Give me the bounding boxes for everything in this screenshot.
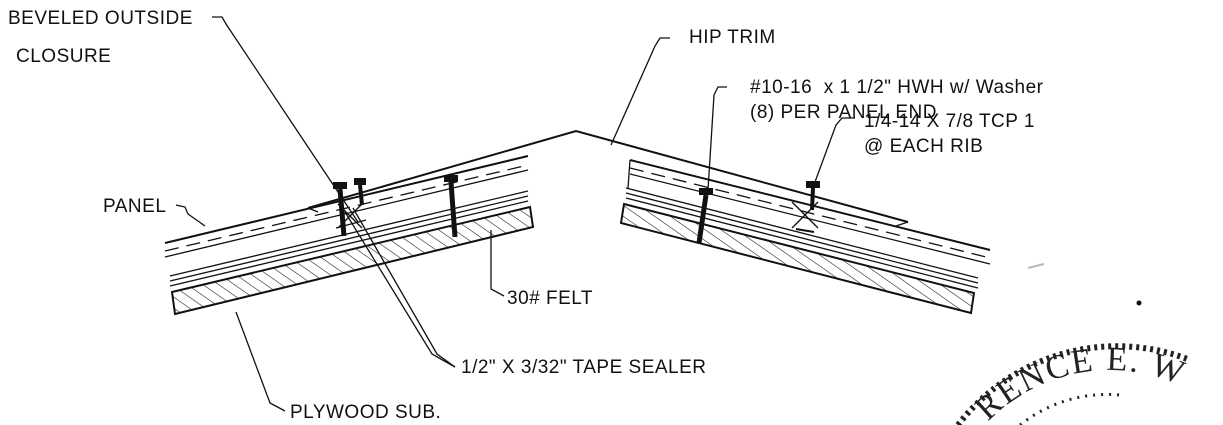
label-fastener-tcp-line2: @ EACH RIB bbox=[864, 136, 983, 157]
label-panel: PANEL bbox=[103, 196, 166, 217]
hip-trim bbox=[307, 129, 909, 227]
label-beveled-outside-closure-line2: CLOSURE bbox=[16, 46, 111, 67]
left-felt-line-2 bbox=[169, 195, 529, 282]
stray-mark bbox=[1027, 263, 1045, 269]
right-panel-dashed bbox=[629, 167, 991, 259]
label-felt: 30# FELT bbox=[507, 288, 593, 309]
fastener-left-3 bbox=[444, 175, 458, 238]
right-panel-end-left bbox=[627, 159, 631, 189]
right-felt-line-1 bbox=[625, 197, 979, 289]
label-hip-trim: HIP TRIM bbox=[689, 27, 776, 48]
label-tape-sealer: 1/2" X 3/32" TAPE SEALER bbox=[461, 357, 707, 378]
seal-inner-ring bbox=[1019, 392, 1121, 425]
label-fastener-hwh-line1: #10-16 x 1 1/2" HWH w/ Washer bbox=[750, 77, 1044, 98]
left-panel-top bbox=[164, 155, 529, 244]
fastener-right-2 bbox=[806, 181, 820, 211]
left-plywood-substrate bbox=[170, 205, 535, 316]
right-panel-bottom bbox=[629, 173, 991, 265]
stray-dot bbox=[1136, 300, 1142, 306]
right-plywood-substrate bbox=[619, 202, 976, 315]
right-felt-line-3 bbox=[625, 187, 979, 279]
left-roof-assembly bbox=[164, 155, 535, 316]
left-panel-dashed bbox=[164, 164, 529, 252]
fastener-right-1 bbox=[696, 188, 713, 244]
left-felt-line-3 bbox=[169, 190, 529, 277]
label-beveled-outside-closure-line1: BEVELED OUTSIDE bbox=[8, 8, 193, 29]
seal-name-text: RENCE E. W bbox=[968, 341, 1190, 425]
label-fastener-tcp-line1: 1/4-14 X 7/8 TCP 1 bbox=[864, 111, 1035, 132]
right-felt-line-2 bbox=[625, 192, 979, 284]
leader-lines bbox=[175, 16, 855, 412]
right-roof-assembly bbox=[619, 159, 991, 315]
label-fastener-hwh-line2: (8) PER PANEL END bbox=[750, 102, 937, 123]
right-panel-top bbox=[629, 159, 991, 251]
fastener-left-2 bbox=[354, 178, 366, 206]
engineer-seal: RENCE E. W bbox=[955, 341, 1192, 425]
left-felt-line-1 bbox=[169, 200, 529, 287]
seal-outer-ring bbox=[955, 343, 1192, 425]
label-plywood: PLYWOOD SUB. bbox=[290, 402, 441, 423]
